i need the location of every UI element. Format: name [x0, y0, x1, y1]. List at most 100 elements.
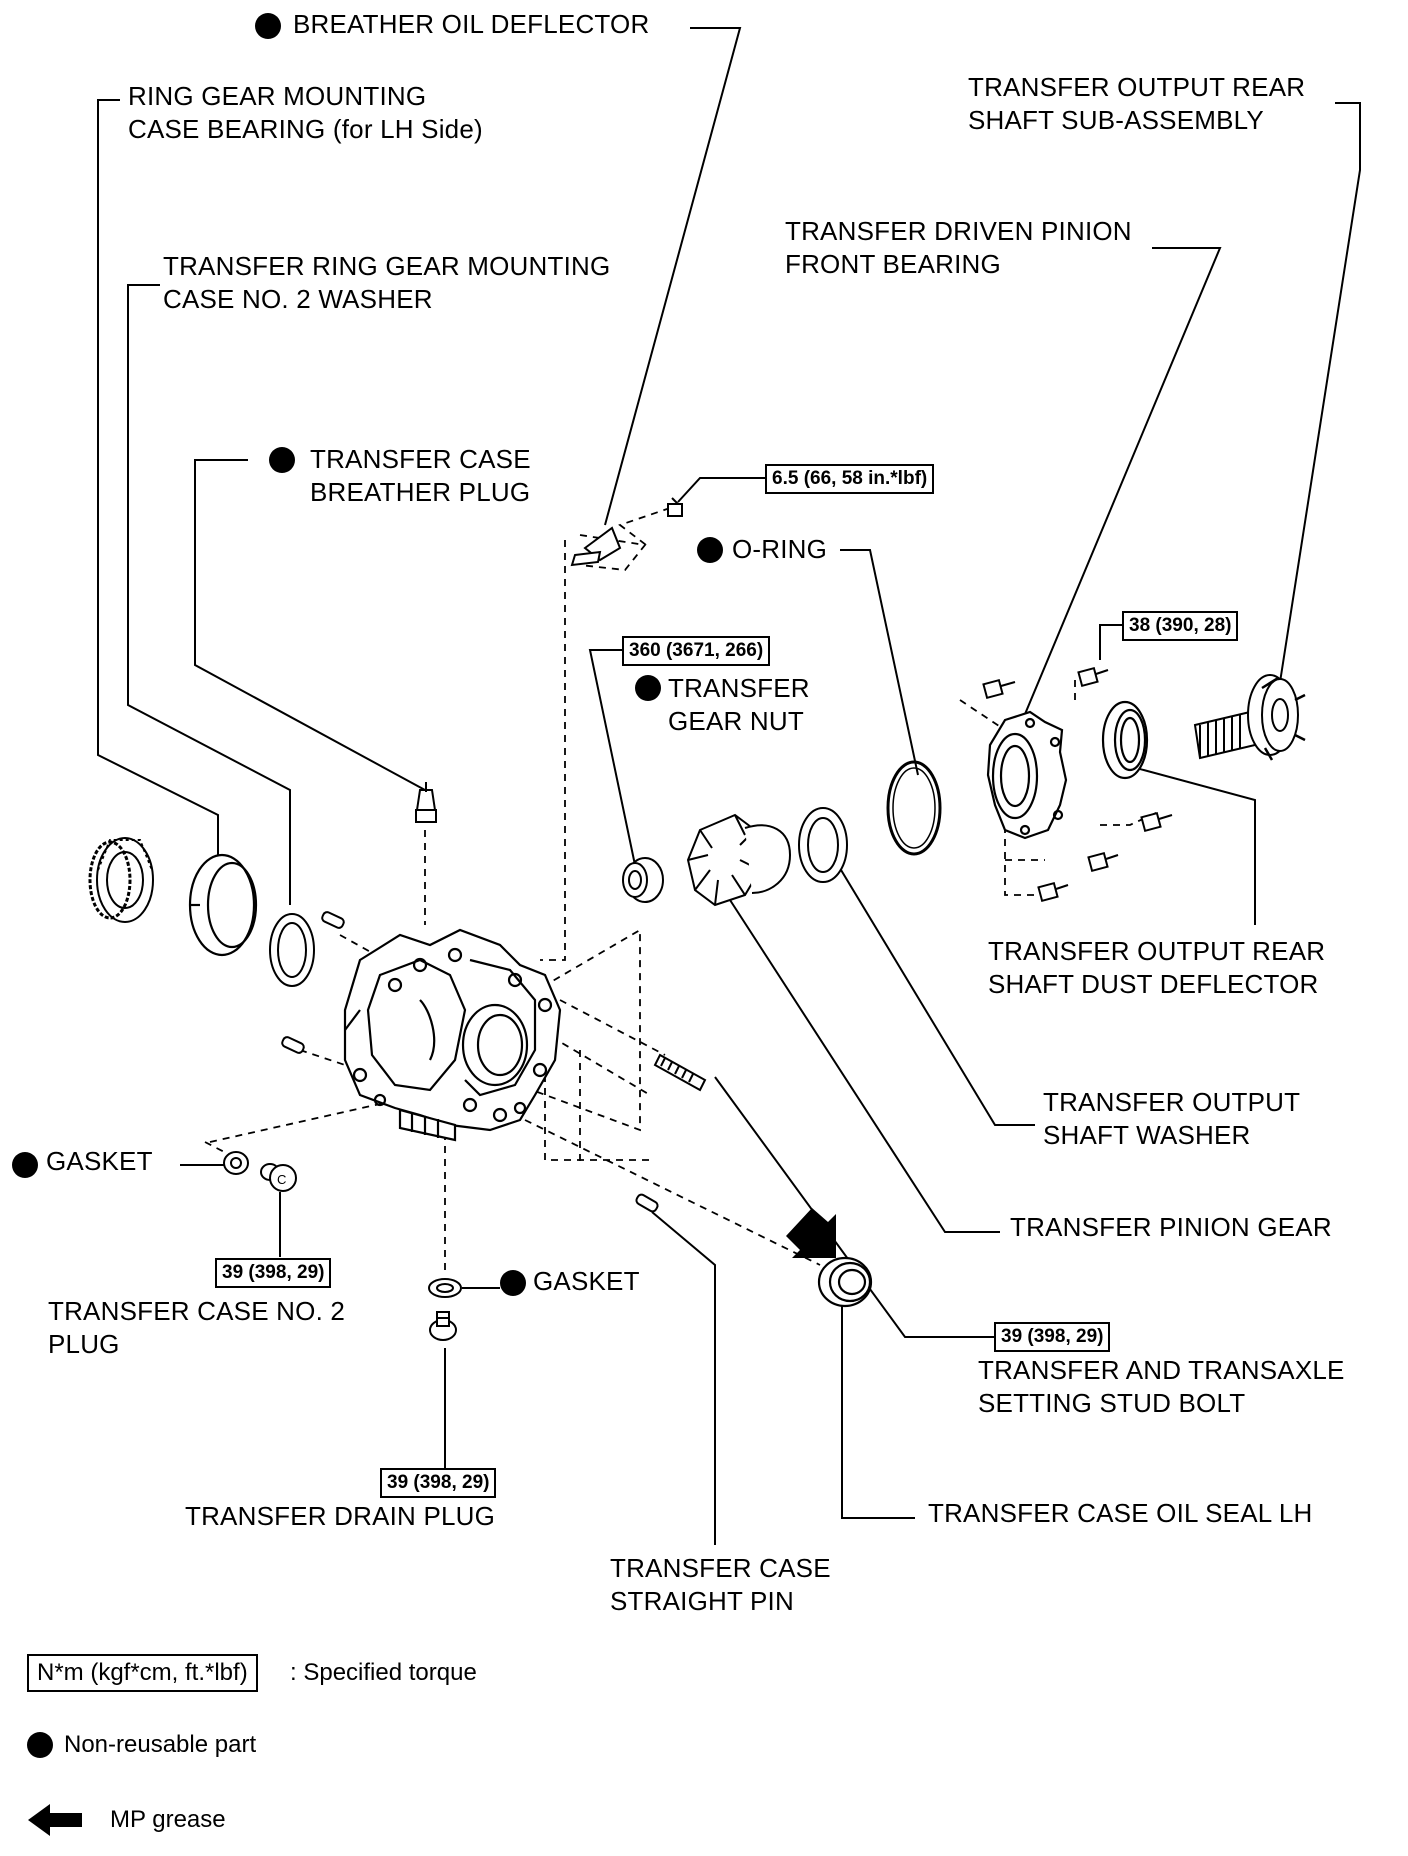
- label-ring-gear-bearing-line2: CASE BEARING (for LH Side): [128, 114, 483, 144]
- leader-ring-gear-washer: [127, 284, 291, 905]
- washer-part: [269, 913, 315, 987]
- deflector-bolt-part: [667, 497, 683, 517]
- leader-ring-gear-bearing: [97, 99, 219, 880]
- label-ring-gear-bearing-line1: RING GEAR MOUNTING: [128, 81, 427, 111]
- dust-deflector-part: [1101, 700, 1149, 780]
- legend-torque-desc: : Specified torque: [290, 1659, 477, 1686]
- dot-o-ring: [697, 537, 723, 563]
- leader-gear-nut: [588, 649, 636, 866]
- leader-pinion-gear: [729, 899, 1000, 1233]
- dash-case-to-stud: [559, 999, 666, 1056]
- label-dust-deflector-line2: SHAFT DUST DEFLECTOR: [988, 969, 1319, 999]
- label-stud-bolt-line1: TRANSFER AND TRANSAXLE: [978, 1355, 1345, 1385]
- label-ring-gear-washer-line1: TRANSFER RING GEAR MOUNTING: [163, 251, 611, 281]
- label-gasket-left: GASKET: [46, 1146, 153, 1176]
- dash-pin-left: [299, 1049, 346, 1066]
- label-drain-plug: TRANSFER DRAIN PLUG: [185, 1501, 496, 1531]
- label-output-rear-shaft-line1: TRANSFER OUTPUT REAR: [968, 72, 1306, 102]
- dash-flange-left: [959, 699, 1006, 731]
- dash-case-right-2: [544, 1010, 650, 1161]
- dash-case-to-seal: [524, 1119, 821, 1266]
- pinion-gear-part: [686, 813, 792, 907]
- flange-bolt-1: [982, 678, 1016, 700]
- dash-case-right-4: [539, 1029, 651, 1096]
- label-gear-nut-line2: GEAR NUT: [668, 706, 804, 736]
- label-oil-seal-lh: TRANSFER CASE OIL SEAL LH: [928, 1498, 1313, 1528]
- flange-bolt-4: [1087, 851, 1119, 873]
- oil-seal-part: [817, 1256, 873, 1308]
- legend-torque-unit: N*m (kgf*cm, ft.*lbf): [27, 1654, 258, 1692]
- torque-drain-plug: 39 (398, 29): [380, 1468, 497, 1498]
- leader-breather-plug: [194, 459, 426, 791]
- dot-gear-nut: [635, 675, 661, 701]
- label-output-shaft-washer-line2: SHAFT WASHER: [1043, 1120, 1251, 1150]
- label-straight-pin-line2: STRAIGHT PIN: [610, 1586, 794, 1616]
- label-case-no2-plug-line1: TRANSFER CASE NO. 2: [48, 1296, 346, 1326]
- label-dust-deflector-line1: TRANSFER OUTPUT REAR: [988, 936, 1326, 966]
- torque-case-no2-plug: 39 (398, 29): [215, 1258, 332, 1288]
- dash-flange-right: [1100, 811, 1159, 826]
- flange-bolt-3: [1140, 811, 1173, 833]
- leader-straight-pin: [651, 1211, 716, 1545]
- straight-pin-bottom: [635, 1193, 659, 1213]
- label-straight-pin-line1: TRANSFER CASE: [610, 1553, 831, 1583]
- driven-pinion-bearing-part: [986, 710, 1068, 840]
- breather-plug-part: [415, 782, 437, 823]
- output-rear-shaft-part: [1193, 674, 1306, 761]
- legend-mp-grease: MP grease: [110, 1806, 226, 1833]
- output-shaft-washer-part: [798, 807, 848, 883]
- legend-non-reusable: Non-reusable part: [64, 1731, 257, 1758]
- leader-output-rear-shaft: [1277, 102, 1361, 696]
- gear-nut-part: [622, 857, 664, 903]
- label-driven-pinion-bearing-line1: TRANSFER DRIVEN PINION: [785, 216, 1132, 246]
- leader-breather-oil-deflector: [604, 27, 742, 526]
- dot-breather-plug: [269, 447, 295, 473]
- label-breather-plug-line1: TRANSFER CASE: [310, 444, 531, 474]
- label-output-shaft-washer-line1: TRANSFER OUTPUT: [1043, 1087, 1301, 1117]
- dash-flange-bottom: [1004, 800, 1035, 896]
- leader-output-shaft-washer: [834, 859, 1035, 1126]
- svg-text:C: C: [277, 1172, 286, 1187]
- arrow-left-icon: [28, 1804, 82, 1836]
- torque-flange-bolt: 38 (390, 28): [1122, 611, 1239, 641]
- leader-oil-seal: [841, 1298, 915, 1519]
- torque-gear-nut: 360 (3671, 266): [622, 636, 771, 666]
- bearing-race-part: [188, 853, 258, 957]
- straight-pin-top: [321, 911, 345, 929]
- drain-plug-part: [429, 1311, 457, 1341]
- leader-o-ring: [840, 549, 919, 776]
- ring-gear-bearing-part: [88, 837, 154, 923]
- dot-gasket-left: [12, 1152, 38, 1178]
- transfer-case-body: [343, 928, 562, 1142]
- breather-oil-deflector-part: [570, 526, 622, 567]
- leader-torque-deflector: [677, 477, 765, 503]
- dash-gasket-left-2: [204, 1141, 231, 1156]
- flange-bolt-5: [1037, 881, 1069, 903]
- label-output-rear-shaft-line2: SHAFT SUB-ASSEMBLY: [968, 105, 1264, 135]
- dot-gasket-center: [500, 1270, 526, 1296]
- dot-breather-oil-deflector: [255, 13, 281, 39]
- leader-stud-bolt: [714, 1076, 995, 1338]
- gasket-center-part: [428, 1278, 462, 1298]
- label-breather-oil-deflector: BREATHER OIL DEFLECTOR: [293, 9, 650, 39]
- o-ring-part: [886, 760, 942, 856]
- label-driven-pinion-bearing-line2: FRONT BEARING: [785, 249, 1001, 279]
- label-pinion-gear: TRANSFER PINION GEAR: [1010, 1212, 1332, 1242]
- label-breather-plug-line2: BREATHER PLUG: [310, 477, 531, 507]
- non-reusable-markers: [12, 13, 723, 1758]
- dot-legend: [27, 1732, 53, 1758]
- leader-dust-deflector: [1124, 764, 1256, 925]
- label-gasket-center: GASKET: [533, 1266, 640, 1296]
- label-gear-nut-line1: TRANSFER: [668, 673, 810, 703]
- leader-torque-flange: [1099, 624, 1122, 660]
- flange-bolt-2: [1077, 666, 1109, 688]
- straight-pin-left: [281, 1036, 305, 1054]
- dash-gasket-left: [209, 1094, 421, 1143]
- dash-case-right-1: [504, 928, 641, 1132]
- case-no2-plug-part: C: [260, 1163, 297, 1192]
- dash-deflector-bolt: [618, 507, 671, 549]
- label-o-ring: O-RING: [732, 534, 828, 564]
- label-stud-bolt-line2: SETTING STUD BOLT: [978, 1388, 1246, 1418]
